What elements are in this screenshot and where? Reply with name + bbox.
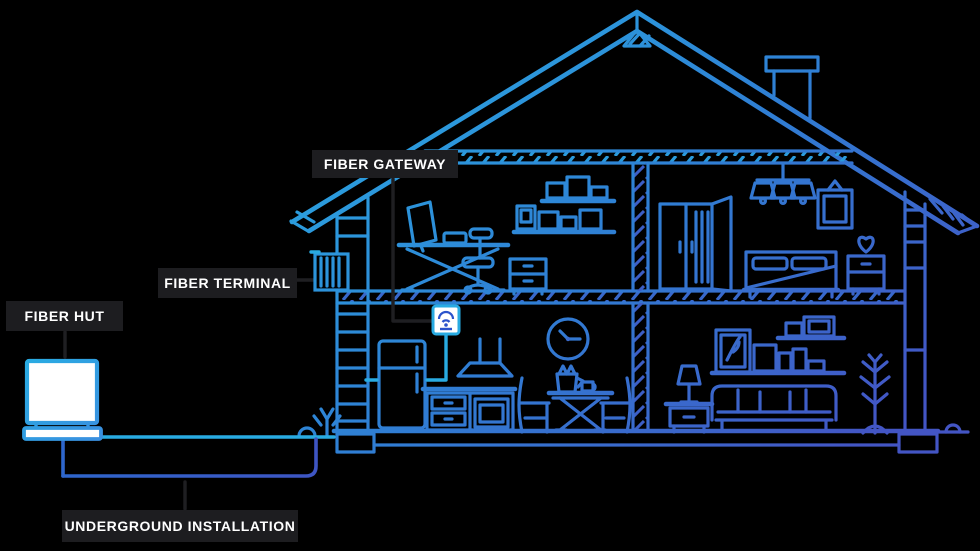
side-table xyxy=(663,401,715,434)
wardrobe xyxy=(658,195,733,293)
plant xyxy=(859,353,891,435)
wifi-icon xyxy=(437,310,455,331)
floor-lamp xyxy=(676,364,702,404)
underground-installation-label: UNDERGROUND INSTALLATION xyxy=(62,510,298,542)
chimney xyxy=(764,55,820,120)
nightstand xyxy=(846,235,886,296)
kitchen-chairs xyxy=(517,376,632,434)
attic-floor xyxy=(423,149,854,165)
underground-line xyxy=(61,437,318,478)
office-drawers xyxy=(508,257,548,296)
desk-monitor xyxy=(406,200,468,253)
range-hood xyxy=(456,337,514,378)
fiber-gateway-label: FIBER GATEWAY xyxy=(312,150,458,178)
ceiling-lamp xyxy=(749,163,817,206)
gateway-cable xyxy=(364,332,448,382)
second-floor xyxy=(335,289,905,305)
fiber-gateway-device xyxy=(431,304,461,336)
bushes xyxy=(297,407,962,438)
left-wall xyxy=(335,196,370,431)
fiber-terminal-box xyxy=(309,250,350,292)
foundation xyxy=(331,428,970,454)
office-shelves xyxy=(511,175,617,235)
teapot xyxy=(555,364,585,394)
wall-clock xyxy=(546,317,590,361)
right-wall xyxy=(903,190,927,431)
cup xyxy=(580,380,597,393)
fridge xyxy=(377,339,427,430)
fiber-terminal-label: FIBER TERMINAL xyxy=(158,268,297,298)
fiber-hut-label: FIBER HUT xyxy=(6,301,123,331)
living-shelves xyxy=(709,315,847,376)
wall-frame xyxy=(816,179,854,230)
fiber-gateway-connector xyxy=(391,177,434,323)
sofa xyxy=(710,384,838,432)
kitchen-counter xyxy=(420,386,518,432)
fiber-hut-illustration xyxy=(22,358,103,441)
office-chair xyxy=(461,227,495,295)
center-wall xyxy=(631,161,650,431)
bed xyxy=(741,250,841,299)
